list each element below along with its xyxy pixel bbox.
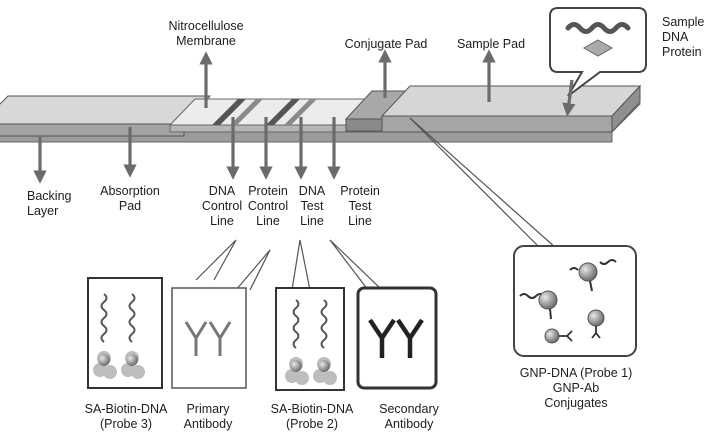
secondary-antibody-box	[356, 286, 438, 390]
callout-connectors	[195, 117, 557, 291]
protein-test-line-band	[284, 99, 317, 125]
label-secondary-antibody: Secondary Antibody	[379, 402, 439, 431]
absorption-pad-side	[0, 123, 185, 137]
probe3-strand-2	[121, 293, 145, 379]
label-sample-bubble: Sample DNA Protein	[662, 15, 705, 59]
primary-antibody-box	[171, 287, 247, 389]
protein-control-line-band	[230, 99, 263, 125]
probe2-box	[275, 287, 345, 391]
membrane-side	[169, 124, 367, 133]
arrow-sample-in	[562, 79, 576, 117]
label-primary-antibody: Primary Antibody	[183, 402, 233, 431]
sample-pad-end	[611, 84, 641, 134]
gnp-dna-1	[519, 290, 558, 320]
secondary-antibody-icon	[368, 318, 424, 358]
label-protein-control-line: Protein Control Line	[247, 184, 289, 228]
gnp-dna-2	[569, 259, 617, 292]
dna-test-line-band	[266, 99, 300, 125]
sample-protein-icon	[582, 39, 614, 57]
label-absorption-pad: Absorption Pad	[100, 184, 160, 213]
label-conjugates: GNP-DNA (Probe 1) GNP-Ab Conjugates	[519, 366, 633, 410]
primary-antibody-icon	[184, 321, 232, 356]
dna-control-line-band	[212, 99, 246, 125]
label-backing-layer: Backing Layer	[27, 189, 72, 218]
label-nitrocellulose: Nitrocellulose Membrane	[168, 19, 244, 48]
probe2-strand-1	[285, 299, 309, 385]
label-probe2: SA-Biotin-DNA (Probe 2)	[270, 402, 354, 431]
label-dna-test-line: DNA Test Line	[298, 184, 326, 228]
arrows-up	[199, 49, 496, 108]
sample-pad	[380, 85, 642, 117]
gnp-ab-2	[587, 309, 605, 339]
probe2-strand-2	[313, 299, 337, 385]
label-probe3: SA-Biotin-DNA (Probe 3)	[84, 402, 168, 431]
gnp-ab-1	[544, 328, 573, 344]
test-strip	[0, 84, 642, 143]
conjugates-box	[513, 245, 637, 357]
label-conjugate-pad: Conjugate Pad	[344, 37, 428, 51]
probe3-strand-1	[93, 293, 117, 379]
label-sample-pad: Sample Pad	[456, 37, 526, 51]
sample-dna-icon	[565, 22, 631, 34]
arrows-down	[33, 117, 341, 184]
label-protein-test-line: Protein Test Line	[340, 184, 380, 228]
label-dna-control-line: DNA Control Line	[201, 184, 243, 228]
sample-bubble	[549, 7, 647, 117]
probe3-box	[87, 277, 163, 389]
